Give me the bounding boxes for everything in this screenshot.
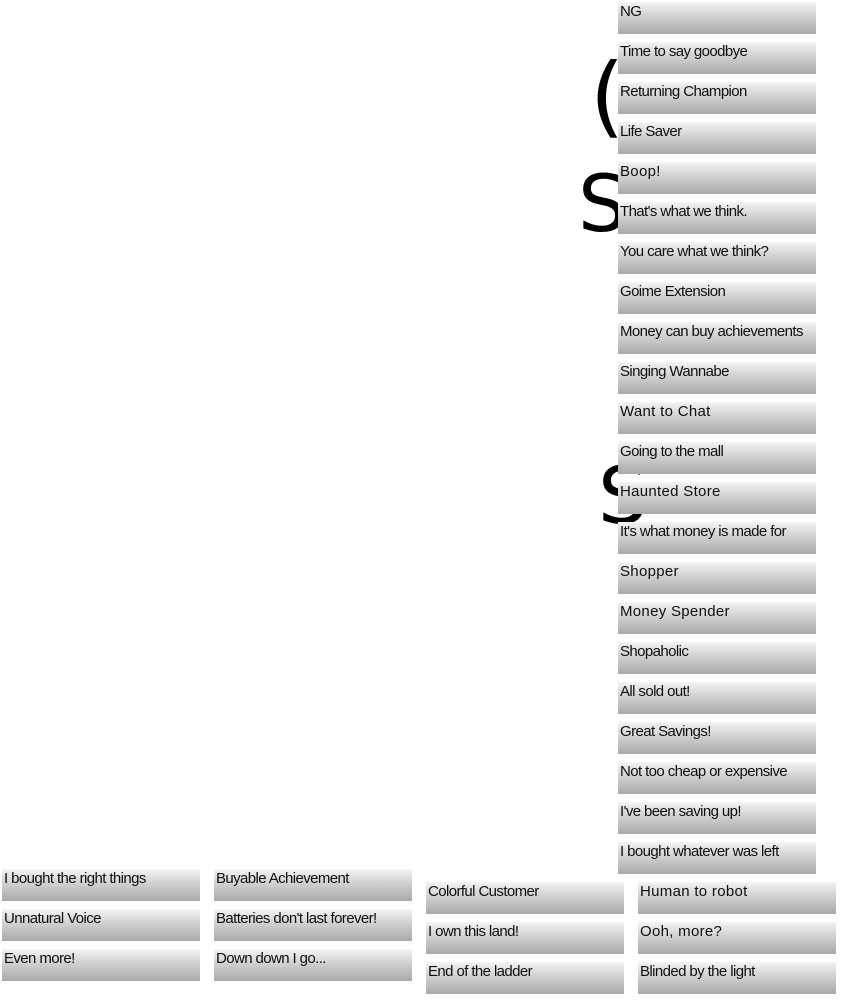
achievement-button[interactable]: Buyable Achievement: [214, 869, 412, 901]
achievement-button[interactable]: Even more!: [2, 949, 200, 981]
achievement-button[interactable]: Want to Chat: [618, 402, 816, 434]
achievement-button[interactable]: It's what money is made for: [618, 522, 816, 554]
achievement-button[interactable]: Boop!: [618, 162, 816, 194]
achievement-column-bottom-1: I bought the right things Unnatural Voic…: [2, 869, 200, 981]
achievement-button[interactable]: Haunted Store: [618, 482, 816, 514]
achievement-button[interactable]: I've been saving up!: [618, 802, 816, 834]
achievement-column-bottom-2: Buyable Achievement Batteries don't last…: [214, 869, 412, 981]
achievement-column-right: NG Time to say goodbye Returning Champio…: [618, 2, 816, 874]
achievement-button[interactable]: Goime Extension: [618, 282, 816, 314]
achievement-button[interactable]: I own this land!: [426, 922, 624, 954]
achievement-button[interactable]: Great Savings!: [618, 722, 816, 754]
achievement-button[interactable]: Colorful Customer: [426, 882, 624, 914]
achievement-button[interactable]: Batteries don't last forever!: [214, 909, 412, 941]
achievement-button[interactable]: Down down I go...: [214, 949, 412, 981]
achievement-button[interactable]: Human to robot: [638, 882, 836, 914]
achievement-button[interactable]: Time to say goodbye: [618, 42, 816, 74]
achievement-button[interactable]: End of the ladder: [426, 962, 624, 994]
achievement-button[interactable]: Ooh, more?: [638, 922, 836, 954]
achievement-button[interactable]: I bought the right things: [2, 869, 200, 901]
achievement-button[interactable]: Going to the mall: [618, 442, 816, 474]
achievement-column-bottom-4: Human to robot Ooh, more? Blinded by the…: [638, 882, 836, 994]
achievement-button[interactable]: All sold out!: [618, 682, 816, 714]
achievement-button[interactable]: Blinded by the light: [638, 962, 836, 994]
achievement-button[interactable]: Shopper: [618, 562, 816, 594]
achievement-button[interactable]: Money can buy achievements: [618, 322, 816, 354]
achievement-button[interactable]: NG: [618, 2, 816, 34]
achievement-button[interactable]: Not too cheap or expensive: [618, 762, 816, 794]
achievement-button[interactable]: Shopaholic: [618, 642, 816, 674]
achievement-button[interactable]: I bought whatever was left: [618, 842, 816, 874]
achievement-button[interactable]: Returning Champion: [618, 82, 816, 114]
achievement-button[interactable]: Unnatural Voice: [2, 909, 200, 941]
achievement-button[interactable]: You care what we think?: [618, 242, 816, 274]
achievement-button[interactable]: Singing Wannabe: [618, 362, 816, 394]
achievement-button[interactable]: Life Saver: [618, 122, 816, 154]
achievement-column-bottom-3: Colorful Customer I own this land! End o…: [426, 882, 624, 994]
achievement-button[interactable]: That's what we think.: [618, 202, 816, 234]
achievement-button[interactable]: Money Spender: [618, 602, 816, 634]
